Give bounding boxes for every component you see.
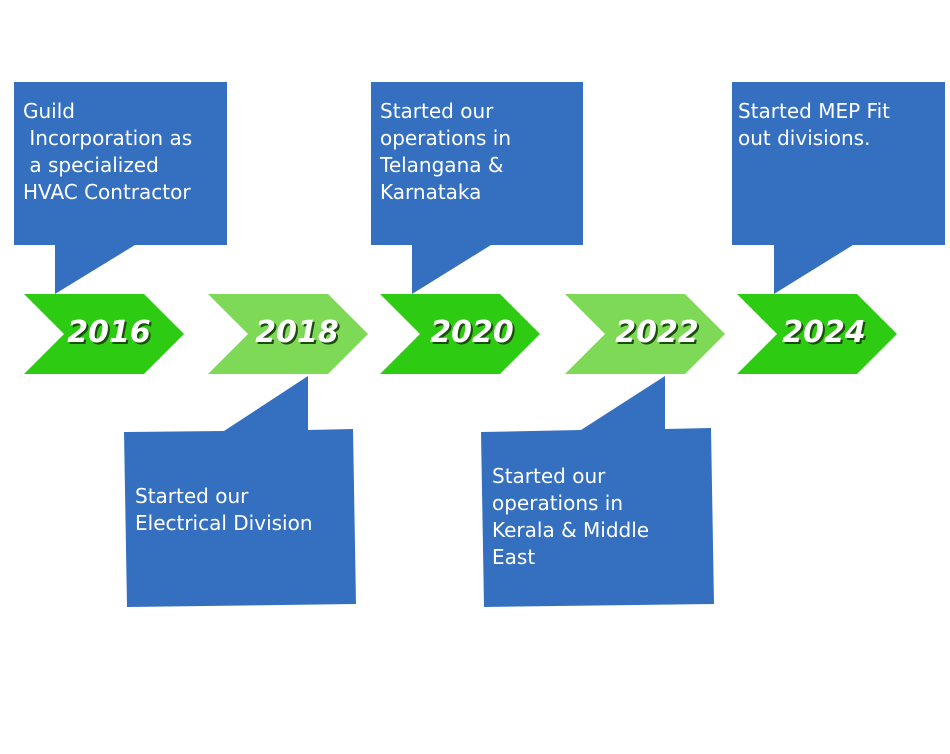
callout-box-2016 xyxy=(14,82,227,294)
year-label-2016: 2016 xyxy=(67,315,151,350)
callout-box-2024 xyxy=(732,82,945,294)
chevron-arrow-2020 xyxy=(380,294,540,374)
callout-text-2016: Guild Incorporation as a specialized HVA… xyxy=(23,99,193,204)
year-label-shadow-2020: 2020 xyxy=(432,317,516,352)
year-label-shadow-2022: 2022 xyxy=(617,317,701,352)
callout-box-2018 xyxy=(124,376,356,607)
year-label-2020: 2020 xyxy=(430,315,514,350)
year-label-shadow-2018: 2018 xyxy=(257,317,341,352)
chevron-arrow-2016 xyxy=(24,294,184,374)
callout-text-2024: Started MEP Fit out divisions. xyxy=(738,99,890,150)
year-label-shadow-2016: 2016 xyxy=(69,317,153,352)
year-label-shadow-2024: 2024 xyxy=(784,317,868,352)
year-label-2022: 2022 xyxy=(615,315,699,350)
chevron-arrow-2018 xyxy=(208,294,368,374)
year-label-2018: 2018 xyxy=(255,315,339,350)
year-label-2024: 2024 xyxy=(782,315,866,350)
callout-text-2020: Started our operations in Telangana & Ka… xyxy=(380,99,512,204)
chevron-arrow-2024 xyxy=(737,294,897,374)
callout-text-2018: Started our Electrical Division xyxy=(135,484,313,535)
callout-box-2022 xyxy=(481,376,714,607)
callout-box-2020 xyxy=(371,82,583,294)
callout-text-2022: Started our operations in Kerala & Middl… xyxy=(492,464,650,569)
chevron-arrow-2022 xyxy=(565,294,725,374)
